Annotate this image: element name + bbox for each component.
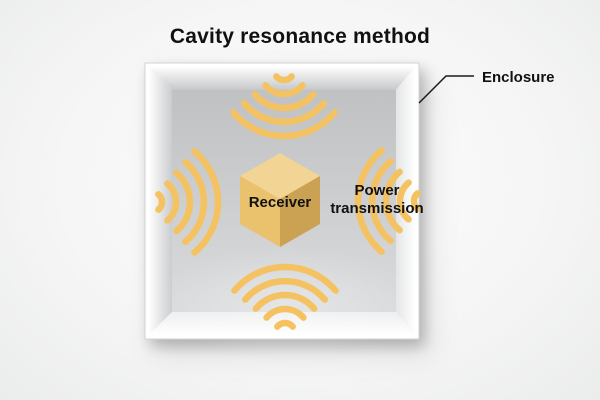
wave-icon-bottom <box>231 263 339 330</box>
wave-arc <box>231 263 339 294</box>
receiver-label: Receiver <box>248 194 312 211</box>
receiver-cube <box>240 153 320 247</box>
wave-icon-left <box>155 148 222 256</box>
power-label-line2: transmission <box>330 200 424 217</box>
wave-arc <box>262 82 306 98</box>
wave-icon-right <box>354 147 421 255</box>
wave-arc <box>241 277 329 303</box>
wave-arc <box>382 168 403 234</box>
enclosure-label: Enclosure <box>482 69 555 86</box>
wave-arc <box>410 190 421 212</box>
wave-arc <box>173 169 194 235</box>
enclosure-wall-right <box>396 67 415 335</box>
wave-arc <box>273 73 295 84</box>
enclosure-leader-line <box>418 75 474 104</box>
wave-arc <box>230 109 338 140</box>
floor-glow <box>154 245 414 355</box>
cube-right-face <box>280 176 320 247</box>
wave-arc <box>396 179 412 223</box>
wave-icon-top <box>230 73 338 140</box>
wave-arc <box>263 305 307 321</box>
wave-arc <box>155 191 166 213</box>
diagram-title: Cavity resonance method <box>169 25 431 48</box>
wave-arc <box>191 148 222 256</box>
wave-arc <box>164 180 180 224</box>
power-label-line1: Power <box>354 182 400 199</box>
wave-arc <box>354 147 385 255</box>
power-transmission-label: Power transmission <box>322 182 432 218</box>
wave-arc <box>240 100 328 126</box>
cube-left-face <box>240 176 280 247</box>
wave-arc <box>251 91 317 112</box>
wave-arc <box>182 158 208 246</box>
wave-arc <box>274 319 296 330</box>
wave-arc <box>368 157 394 245</box>
wave-arc <box>252 291 318 312</box>
